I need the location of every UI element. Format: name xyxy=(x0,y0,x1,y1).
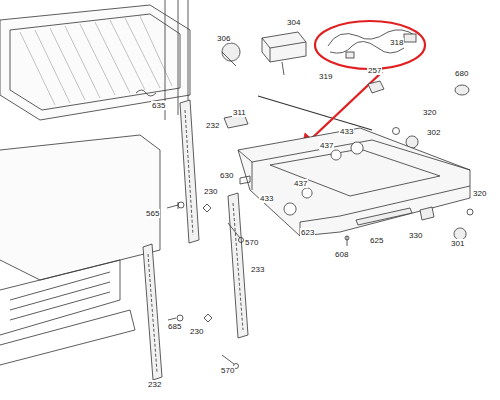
callout-number: 680 xyxy=(454,69,469,78)
callout-number: 232 xyxy=(205,121,220,130)
callout-number: 635 xyxy=(151,101,166,110)
callout-number: 320 xyxy=(472,189,487,198)
callout-number: 433 xyxy=(259,194,274,203)
callout-number: 437 xyxy=(293,179,308,188)
callout-number: 232 xyxy=(147,380,162,389)
callout-number: 311 xyxy=(232,108,247,117)
callout-number: 630 xyxy=(219,171,234,180)
callout-number: 608 xyxy=(334,250,349,259)
callout-number: 625 xyxy=(369,236,384,245)
callout-number: 330 xyxy=(408,231,423,240)
callout-number: 230 xyxy=(189,327,204,336)
callout-number: 437 xyxy=(319,141,334,150)
callout-number: 233 xyxy=(250,265,265,274)
callout-number: 433 xyxy=(339,127,354,136)
callout-number: 570 xyxy=(220,366,235,375)
callout-number: 257 xyxy=(367,66,382,75)
callout-number: 306 xyxy=(216,34,231,43)
callout-number: 320 xyxy=(422,108,437,117)
callout-number: 623 xyxy=(300,228,315,237)
callout-number: 301 xyxy=(450,239,465,248)
callout-number: 565 xyxy=(145,209,160,218)
callout-number: 230 xyxy=(203,187,218,196)
callout-number: 318 xyxy=(389,38,404,47)
callout-number: 570 xyxy=(244,238,259,247)
callout-number: 304 xyxy=(286,18,301,27)
callout-number: 319 xyxy=(318,72,333,81)
callout-number: 302 xyxy=(426,128,441,137)
callout-number: 685 xyxy=(167,322,182,331)
